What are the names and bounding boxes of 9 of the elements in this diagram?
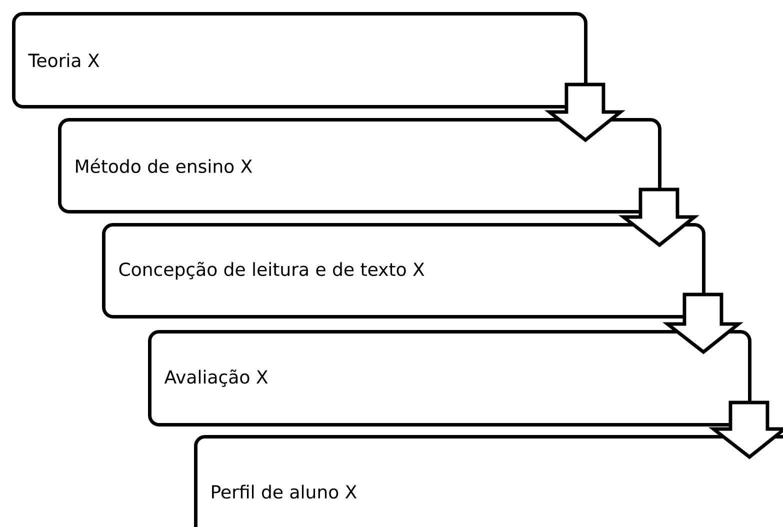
- process-box: Concepção de leitura e de texto X: [102, 223, 706, 318]
- block-arrow: [618, 188, 700, 248]
- process-box: Método de ensino X: [58, 118, 662, 214]
- process-box: Perfil de aluno X: [194, 435, 783, 527]
- process-box: Teoria X: [12, 12, 588, 108]
- block-arrow: [544, 82, 626, 142]
- process-box: Avaliação X: [148, 330, 752, 426]
- block-arrow: [708, 400, 783, 460]
- block-arrow: [662, 292, 744, 354]
